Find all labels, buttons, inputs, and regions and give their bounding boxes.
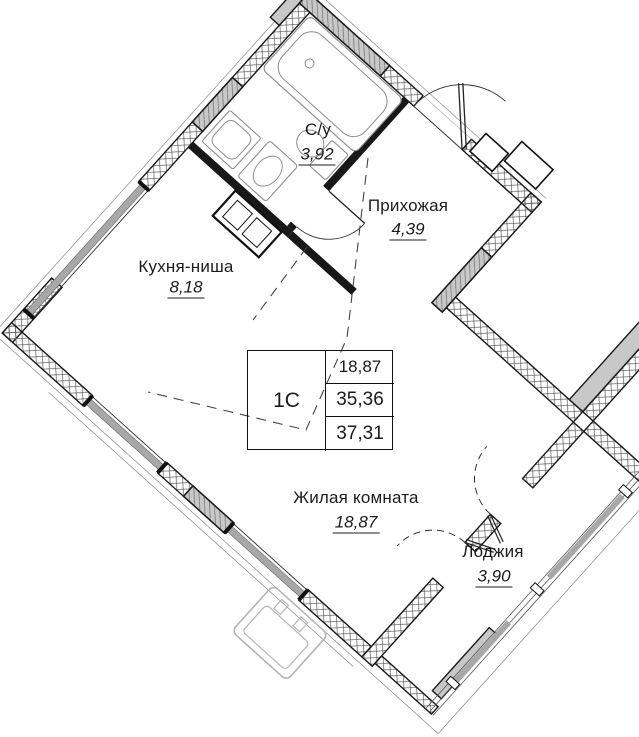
kitchen-window <box>22 179 151 321</box>
room-label-bathroom: С/у <box>304 120 332 139</box>
ac-unit <box>233 586 327 679</box>
unit-total-area: 35,36 <box>326 384 394 417</box>
bathroom-door <box>296 190 366 240</box>
toilet <box>296 129 349 180</box>
bathtub <box>263 17 402 152</box>
unit-code: 1С <box>248 351 326 451</box>
balcony-door-left <box>396 529 496 553</box>
room-label-living-room: Жилая комната <box>293 488 419 507</box>
room-area-hallway: 4,39 <box>389 219 427 241</box>
unit-info-table: 1С 18,87 35,36 37,31 <box>247 350 394 451</box>
room-area-loggia: 3,90 <box>475 566 513 588</box>
stairwell-blocks <box>468 132 555 191</box>
sink <box>238 141 298 201</box>
windows <box>22 179 639 716</box>
balcony-door-right <box>474 446 504 544</box>
room-area-living-room: 18,87 <box>332 512 380 534</box>
living-room-window <box>222 521 310 602</box>
room-area-bathroom: 3,92 <box>298 144 336 166</box>
doors <box>296 82 506 553</box>
fixtures <box>202 17 402 201</box>
duct-box <box>211 188 284 259</box>
room-area-kitchen-niche: 8,18 <box>167 277 205 299</box>
kitchen-side-window <box>81 394 169 475</box>
zone-dashed-lines <box>147 157 369 431</box>
unit-living-area: 18,87 <box>326 351 394 384</box>
loggia-glazing <box>425 466 639 716</box>
unit-total-area-with-loggia: 37,31 <box>336 423 384 444</box>
partitions <box>187 96 410 295</box>
corner-gray-cap <box>269 0 310 27</box>
washing-machine <box>202 110 261 170</box>
room-label-loggia: Лоджия <box>462 542 524 561</box>
loggia-gray-segment <box>431 626 500 700</box>
room-label-kitchen-niche: Кухня-ниша <box>138 257 234 276</box>
entrance-door <box>413 82 506 150</box>
room-label-hallway: Прихожая <box>367 196 449 215</box>
